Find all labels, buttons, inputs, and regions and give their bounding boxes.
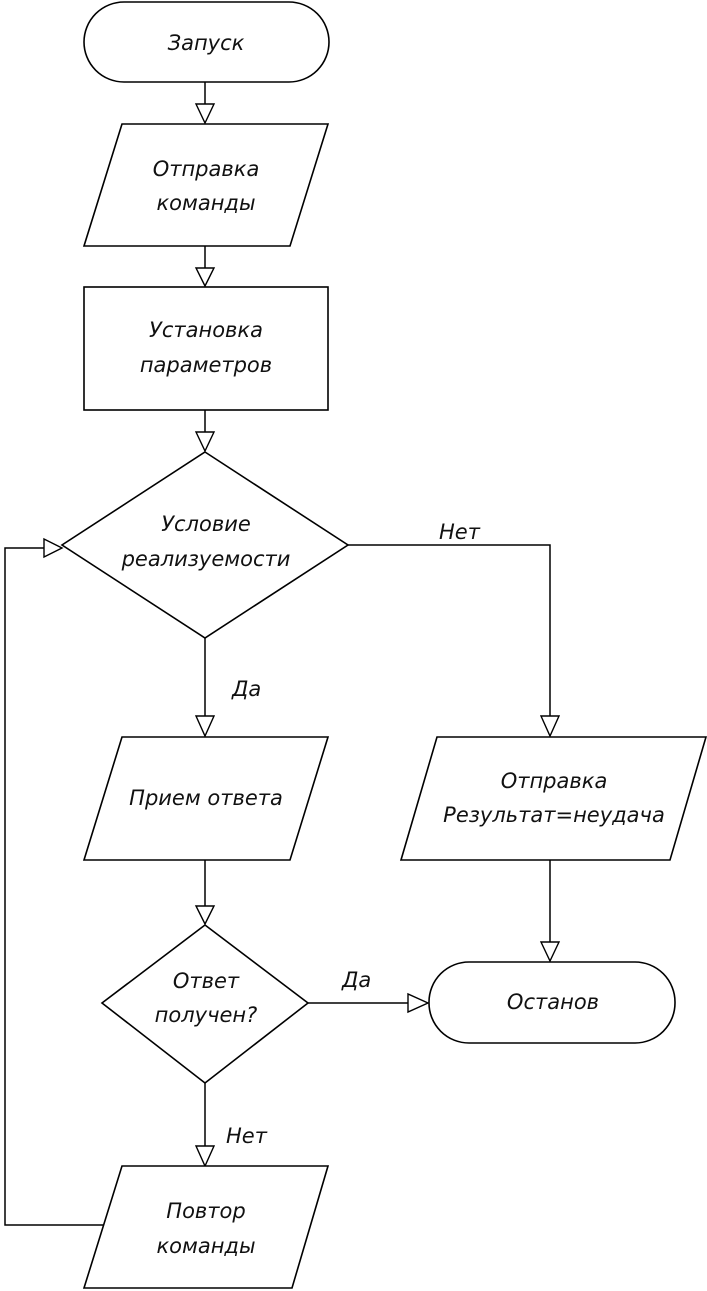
edge-label-yes-feasibility: Да bbox=[231, 677, 261, 701]
arrowhead-check bbox=[194, 905, 216, 926]
fail-result-io bbox=[399, 736, 707, 861]
start-label: Запуск bbox=[168, 31, 245, 55]
arrowhead-receive bbox=[194, 715, 216, 738]
arrowhead-stop bbox=[539, 941, 561, 963]
arrowhead-stop-side bbox=[407, 992, 430, 1014]
send-command-label-1: Отправка bbox=[153, 157, 260, 181]
feasibility-decision bbox=[60, 451, 350, 639]
stop-label: Останов bbox=[507, 990, 599, 1014]
receive-answer-io bbox=[82, 736, 330, 861]
set-params-label-1: Установка bbox=[149, 318, 263, 342]
fail-label-1: Отправка bbox=[501, 769, 608, 793]
repeat-label-1: Повтор bbox=[166, 1199, 245, 1223]
arrowhead-send bbox=[194, 103, 216, 125]
receive-answer-label: Прием ответа bbox=[129, 786, 283, 810]
edge-labels: Нет Да Да Нет bbox=[226, 520, 481, 1148]
repeat-command-io bbox=[82, 1165, 330, 1289]
fail-label-2: Результат=неудача bbox=[443, 803, 665, 827]
arrowheads bbox=[43, 103, 561, 1168]
edge-repeat-loop bbox=[4, 547, 103, 1226]
shapes bbox=[60, 1, 707, 1289]
arrowhead-condition bbox=[194, 431, 216, 453]
repeat-label-2: команды bbox=[156, 1234, 255, 1258]
start-terminal bbox=[83, 1, 330, 83]
stop-terminal bbox=[428, 961, 676, 1044]
feasibility-label-1: Условие bbox=[161, 512, 251, 536]
received-label-1: Ответ bbox=[173, 969, 240, 993]
arrowhead-loop bbox=[43, 537, 64, 559]
set-params-label-2: параметров bbox=[140, 353, 272, 377]
answer-received-decision bbox=[100, 923, 310, 1085]
arrowhead-repeat bbox=[194, 1145, 216, 1168]
set-params-process bbox=[83, 286, 329, 411]
edge-label-no-received: Нет bbox=[226, 1124, 268, 1148]
received-label-2: получен? bbox=[155, 1003, 258, 1027]
connectors bbox=[4, 82, 551, 1226]
edge-label-yes-received: Да bbox=[341, 968, 371, 992]
feasibility-label-2: реализуемости bbox=[121, 547, 291, 571]
node-labels: Запуск Отправка команды Установка параме… bbox=[121, 31, 665, 1258]
edge-condition-no bbox=[348, 544, 551, 716]
edge-label-no-feasibility: Нет bbox=[439, 520, 481, 544]
arrowhead-fail bbox=[539, 715, 561, 738]
send-command-label-2: команды bbox=[156, 191, 255, 215]
send-command-io bbox=[82, 123, 330, 247]
arrowhead-params bbox=[194, 267, 216, 288]
